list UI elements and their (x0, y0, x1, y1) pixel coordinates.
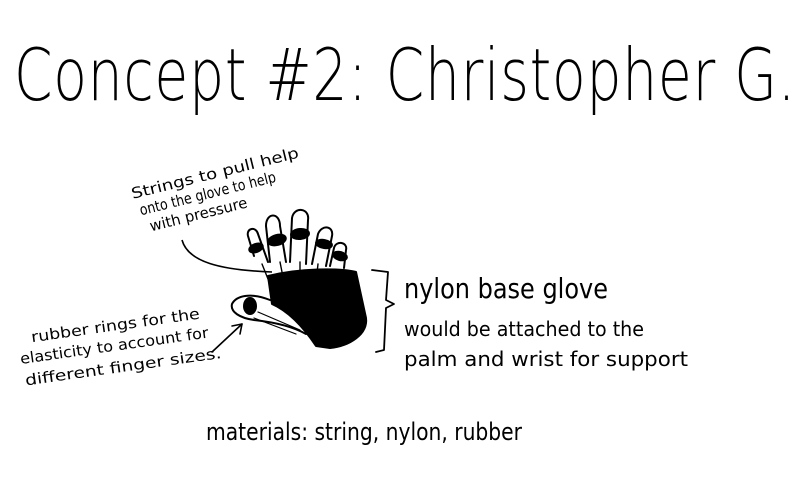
glove-bracket (372, 270, 394, 352)
glove-desc-line-1: would be attached to the (404, 317, 644, 341)
thumb-ring (244, 298, 256, 314)
page-title: Concept #2: Christopher G. (14, 33, 796, 117)
glove-sketch (232, 210, 366, 348)
glove-palm (268, 269, 366, 348)
glove-desc-line-2: palm and wrist for support (404, 347, 688, 371)
ring-4 (315, 239, 332, 250)
ring-3 (291, 228, 310, 240)
rubber-annotation: rubber rings for the elasticity to accou… (16, 302, 222, 389)
materials-text: materials: string, nylon, rubber (206, 418, 522, 446)
glove-title: nylon base glove (404, 272, 608, 305)
rubber-arrow (212, 324, 242, 352)
strings-annotation: Strings to pull help onto the glove to h… (129, 144, 309, 238)
